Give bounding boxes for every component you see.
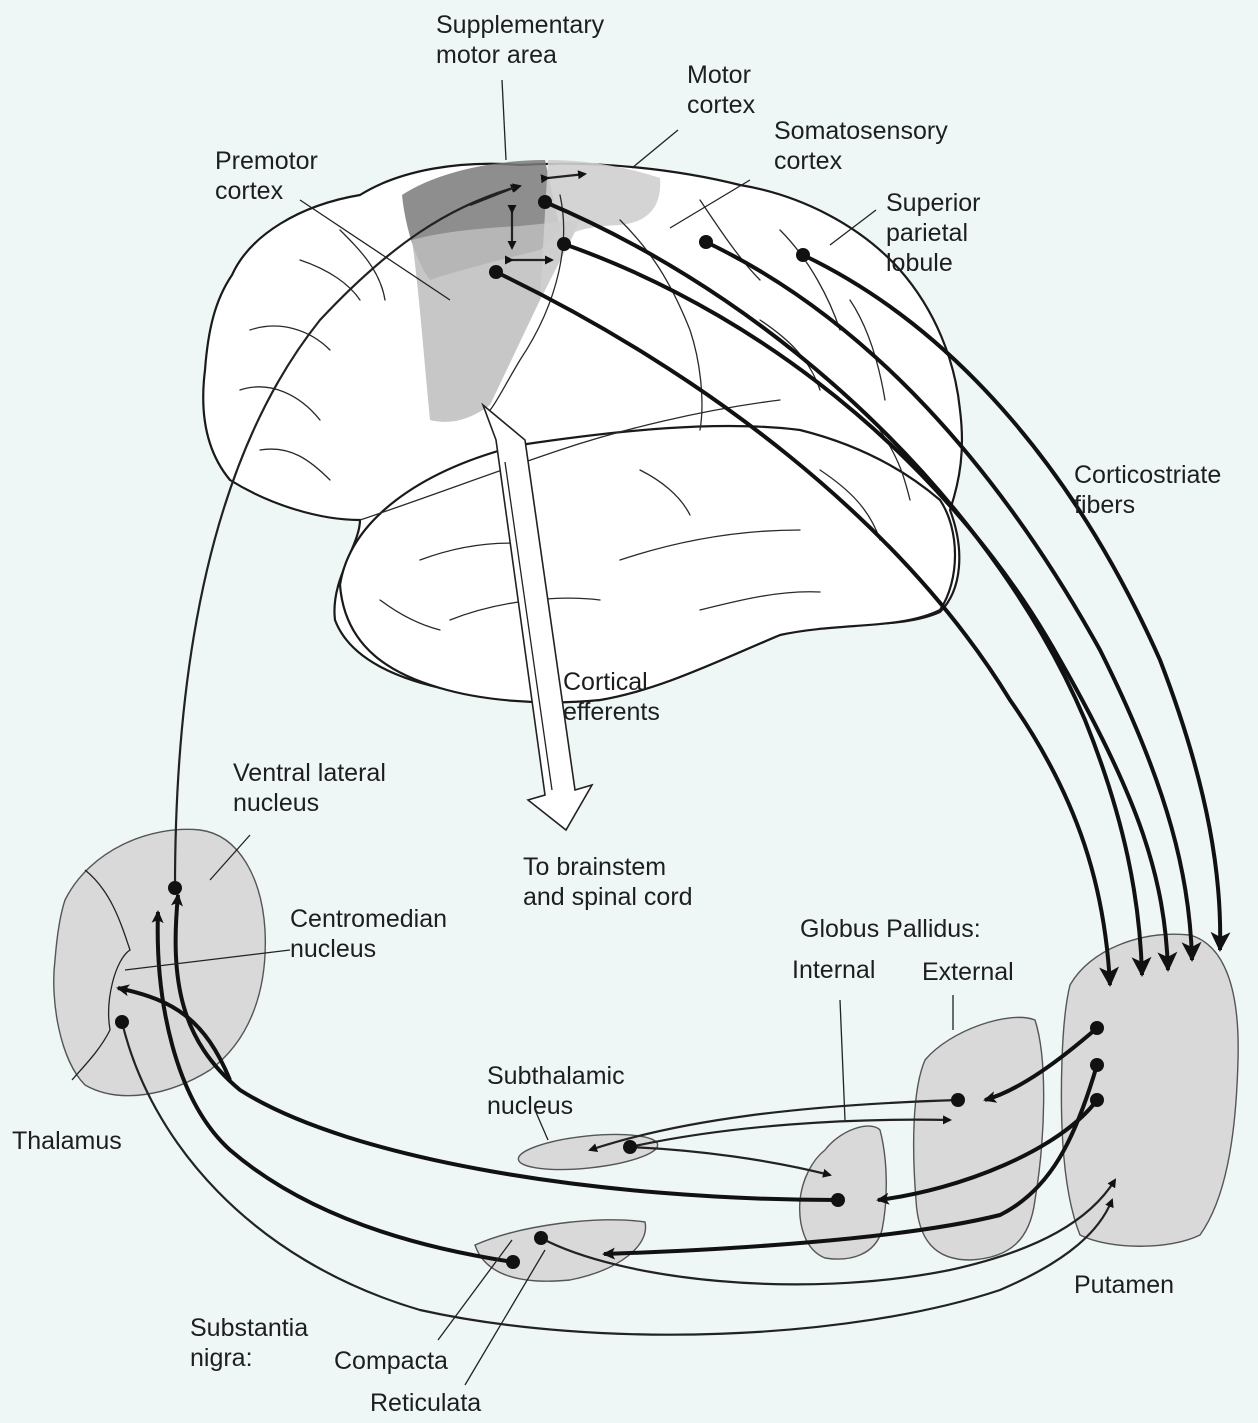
- globus-pallidus-external-shape: [914, 1017, 1044, 1260]
- brain: [203, 160, 962, 702]
- label-corticostriate-fibers: Corticostriate fibers: [1074, 460, 1221, 520]
- substantia-nigra-shape: [475, 1220, 646, 1281]
- label-cortical-efferents: Cortical efferents: [563, 667, 660, 727]
- label-compacta: Compacta: [334, 1346, 448, 1376]
- label-gp-internal: Internal: [792, 955, 875, 985]
- label-subthalamic-nucleus: Subthalamic nucleus: [487, 1061, 625, 1121]
- label-putamen: Putamen: [1074, 1270, 1174, 1300]
- label-superior-parietal-lobule: Superior parietal lobule: [886, 188, 981, 278]
- label-ventral-lateral-nucleus: Ventral lateral nucleus: [233, 758, 386, 818]
- label-somatosensory-cortex: Somatosensory cortex: [774, 116, 948, 176]
- label-supplementary-motor-area: Supplementary motor area: [436, 10, 604, 70]
- label-thalamus: Thalamus: [12, 1126, 122, 1156]
- label-motor-cortex: Motor cortex: [687, 60, 755, 120]
- label-gp-external: External: [922, 957, 1014, 987]
- label-premotor-cortex: Premotor cortex: [215, 146, 318, 206]
- label-to-brainstem: To brainstem and spinal cord: [523, 852, 693, 912]
- label-reticulata: Reticulata: [370, 1388, 481, 1418]
- label-centromedian-nucleus: Centromedian nucleus: [290, 904, 447, 964]
- label-globus-pallidus: Globus Pallidus:: [800, 914, 981, 944]
- label-substantia-nigra: Substantia nigra:: [190, 1313, 308, 1373]
